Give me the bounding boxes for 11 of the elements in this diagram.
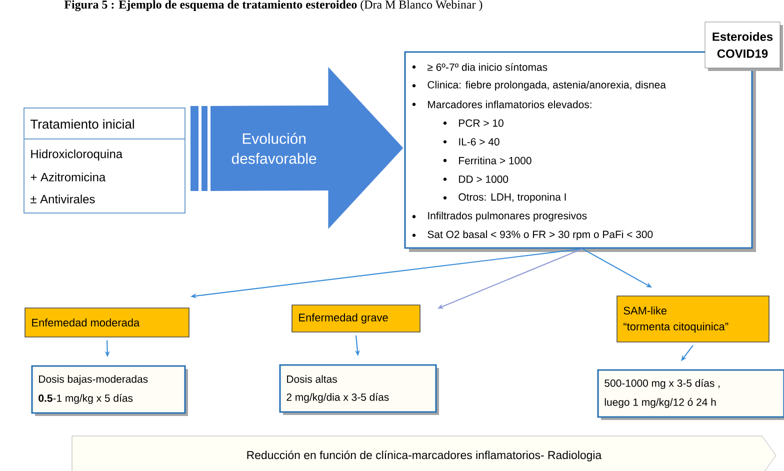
chevron-band: Reducción en función de clínica-marcadores inflamatorios- Radiologia	[72, 436, 776, 471]
severity-box: Enfemedad moderada	[24, 308, 190, 338]
dose-box: Dosis bajas-moderadas 0.5-1 mg/kg x 5 días	[31, 365, 188, 416]
edge-label: Evolución desfavorable	[232, 132, 316, 164]
dose-box: Dosis altas 2 mg/kg/dia x 3-5 días	[279, 364, 439, 415]
dose-box: 500-1000 mg x 3-5 días , luego 1 mg/kg/12 ó 24 h	[597, 369, 784, 420]
severity-box: SAM-like “tormenta citoquinica”	[616, 296, 770, 342]
title-box: Esteroides COVID19	[704, 22, 783, 71]
severity-box: Enfermedad grave	[292, 304, 420, 332]
treatment-box: Tratamiento inicial Hidroxicloroquina + Azitromicina ± Antivirales	[24, 108, 186, 214]
figure-title: Figura 5 : Ejemplo de esquema de tratamiento esteroideo (Dra M Blanco Webinar )	[64, 0, 482, 12]
